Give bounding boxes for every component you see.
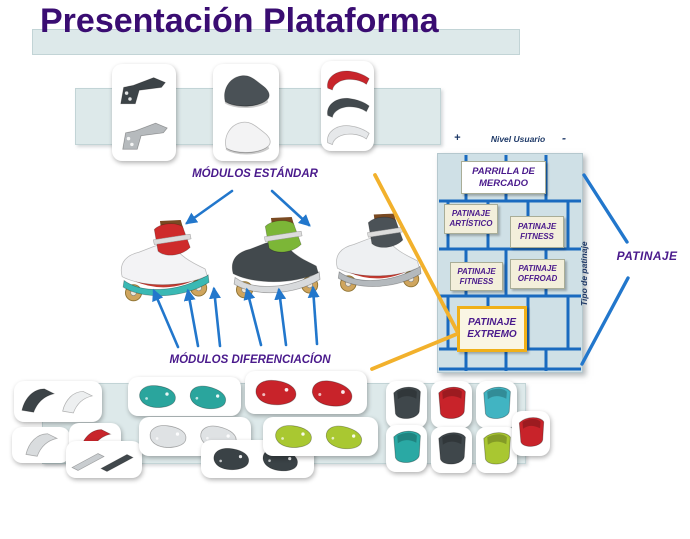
diff-module-cuff-dark-2: [431, 427, 472, 473]
diff-module-cuff-teal-2: [386, 425, 427, 472]
diff-module-rails: [66, 441, 142, 478]
skate-image-white-red: [115, 220, 220, 305]
page-title: Presentación Plataforma: [40, 2, 439, 40]
diff-module-cuff-red-2: [512, 411, 550, 456]
market-cell-fitness-2: PATINAJE FITNESS: [450, 262, 503, 291]
blue-bracket-upper: [582, 173, 629, 244]
tipo-patinaje-label: Tipo de patinaje: [579, 241, 589, 306]
market-grid: PARRILLA DE MERCADO PATINAJE ARTÍSTICO P…: [437, 153, 583, 373]
standard-module-frames: [112, 64, 176, 161]
diff-module-cuff-dark-1: [386, 381, 427, 428]
title-band: [32, 29, 520, 55]
skate-image-black-green: [226, 217, 331, 302]
nivel-usuario-label: Nivel Usuario: [490, 134, 546, 144]
modulos-estandar-label: MÓDULOS ESTÁNDAR: [192, 168, 318, 180]
market-cell-offroad: PATINAJE OFFROAD: [510, 259, 565, 289]
nivel-usuario-minus: -: [562, 131, 566, 145]
modulos-diferenciacion-label: MÓDULOS DIFERENCIACÍON: [169, 354, 331, 366]
diff-module-cuff-red-1: [431, 381, 472, 428]
diff-module-soulplates-red: [245, 371, 367, 414]
market-cell-fitness-1: PATINAJE FITNESS: [510, 216, 564, 248]
patinaje-label: PATINAJE: [616, 249, 678, 263]
diff-module-soulplates-teal: [128, 377, 241, 416]
diff-module-bumper-silver: [12, 427, 70, 463]
market-cell-artistico: PATINAJE ARTÍSTICO: [444, 204, 498, 234]
diff-module-cuff-lime-1: [476, 427, 517, 473]
market-cell-extremo: PATINAJE EXTREMO: [457, 306, 527, 352]
standard-module-cuffs: [321, 61, 374, 151]
skate-image-white-gray: [331, 213, 431, 296]
standard-module-boots: [213, 64, 279, 161]
diff-module-bumpers-dark-white: [14, 381, 102, 422]
diff-module-soulplates-lime: [263, 417, 378, 456]
diff-module-cuff-teal-1: [476, 381, 517, 428]
nivel-usuario-plus: +: [454, 132, 461, 144]
market-grid-title: PARRILLA DE MERCADO: [461, 161, 546, 194]
